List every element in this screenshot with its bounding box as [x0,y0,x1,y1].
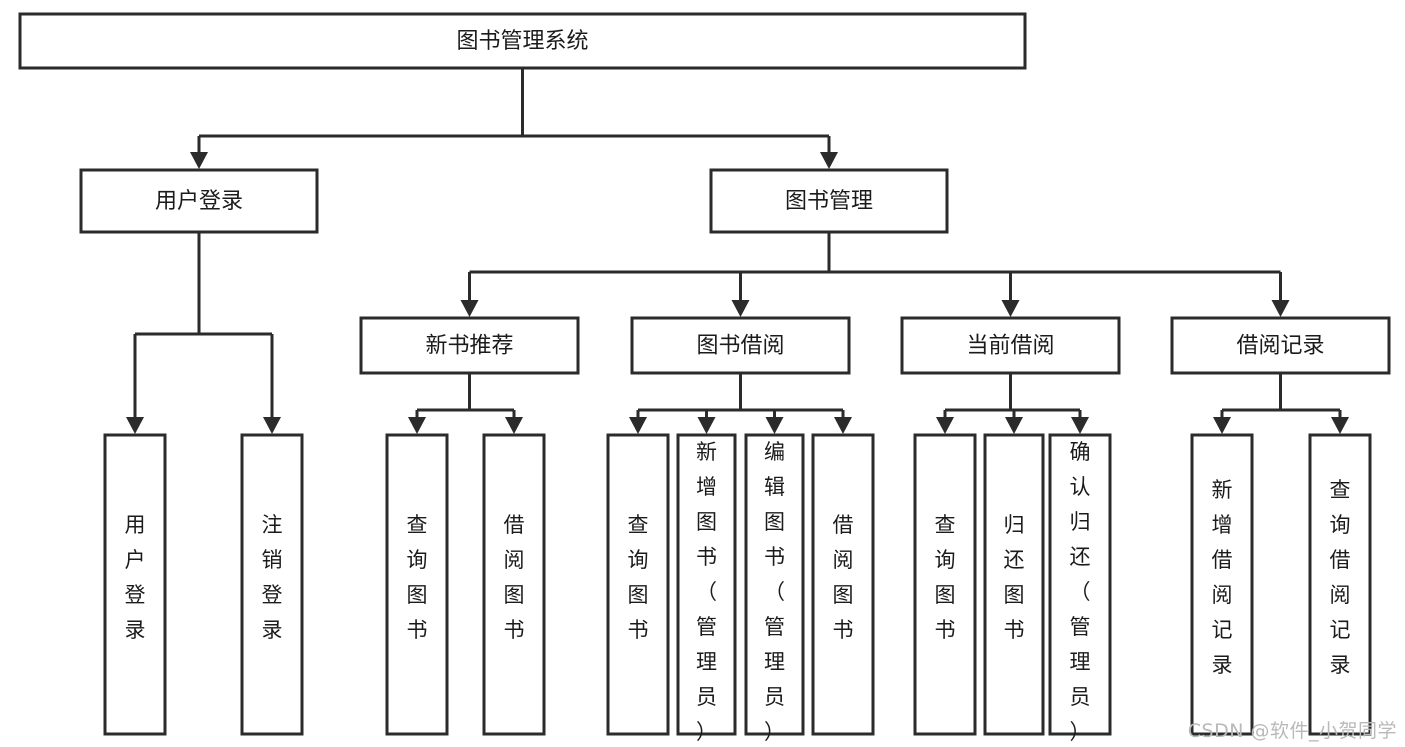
node-box[interactable] [900,316,1121,375]
node-label: 用户登录 [155,189,243,214]
node-label: 编辑图书（管理员） [764,440,785,744]
node-box[interactable] [676,433,737,736]
node-box[interactable] [983,433,1045,736]
node-leaf-1-1-3[interactable]: 借阅图书 [811,433,875,736]
arrow-head-icon [1001,300,1020,317]
node-label: 查询借阅记录 [1330,478,1351,677]
node-leaf-1-2-0[interactable]: 查询图书 [913,433,977,736]
node-box[interactable] [482,433,546,736]
node-label: 图书借阅 [696,334,784,359]
arrow-head-icon [697,417,716,434]
node-leaf-1-0-1[interactable]: 借阅图书 [482,433,546,736]
connector-layer [126,68,1349,434]
node-root-node-e59bbee4b9a6e7aea1e79086e7b3[interactable]: 图书管理系统 [18,12,1027,70]
node-label: 归还图书 [1004,513,1025,642]
node-label: 用户登录 [125,513,146,642]
arrow-head-icon [1213,417,1231,434]
node-label: 新书推荐 [425,334,513,359]
node-label: 当前借阅 [966,334,1054,359]
node-label: 注销登录 [262,513,283,642]
node-level3-1-0[interactable]: 新书推荐 [359,316,580,375]
node-leaf-1-0-0[interactable]: 查询图书 [385,433,449,736]
arrow-head-icon [1071,417,1089,434]
arrow-head-icon [936,417,954,434]
node-label: 查询图书 [628,513,649,642]
node-label: 新增图书（管理员） [696,440,717,744]
arrow-head-icon [460,300,479,317]
node-leaf-1-1-0[interactable]: 查询图书 [606,433,670,736]
node-box[interactable] [359,316,580,375]
node-layer: 图书管理系统用户登录用户登录注销登录图书管理新书推荐查询图书借阅图书图书借阅查询… [18,12,1391,744]
node-label: 查询图书 [935,513,956,642]
arrow-head-icon [731,300,750,317]
arrow-head-icon [820,152,838,169]
node-leaf-1-3-1[interactable]: 查询借阅记录 [1308,433,1372,736]
arrow-head-icon [263,417,281,434]
node-label: 新增借阅记录 [1212,478,1233,677]
node-label: 图书管理 [785,189,873,214]
arrow-head-icon [834,417,852,434]
node-level3-0-0[interactable]: 用户登录 [103,433,167,736]
node-box[interactable] [79,168,319,234]
node-leaf-1-2-2[interactable]: 确认归还（管理员） [1048,433,1112,744]
node-box[interactable] [709,168,949,234]
node-box[interactable] [18,12,1027,70]
node-box[interactable] [606,433,670,736]
node-level2-0[interactable]: 用户登录 [79,168,319,234]
node-box[interactable] [1170,316,1391,375]
node-leaf-1-2-1[interactable]: 归还图书 [983,433,1045,736]
arrow-head-icon [765,417,784,434]
node-label: 借阅图书 [833,513,854,642]
node-box[interactable] [913,433,977,736]
node-level2-1[interactable]: 图书管理 [709,168,949,234]
node-box[interactable] [240,433,304,736]
arrow-head-icon [408,417,426,434]
node-label: 图书管理系统 [456,29,588,54]
node-level3-1-3[interactable]: 借阅记录 [1170,316,1391,375]
node-label: 查询图书 [407,513,428,642]
node-box[interactable] [103,433,167,736]
node-leaf-1-3-0[interactable]: 新增借阅记录 [1190,433,1254,736]
arrow-head-icon [629,417,647,434]
node-box[interactable] [630,316,851,375]
arrow-head-icon [1331,417,1349,434]
node-box[interactable] [1048,433,1112,736]
watermark-label: CSDN @软件_小贺同学 [1187,720,1397,742]
node-box[interactable] [1190,433,1254,736]
node-level3-1-1[interactable]: 图书借阅 [630,316,851,375]
node-box[interactable] [385,433,449,736]
node-label: 借阅记录 [1236,334,1324,359]
arrow-head-icon [1005,417,1023,434]
node-box[interactable] [744,433,805,736]
arrow-head-icon [505,417,523,434]
arrow-head-icon [1271,300,1290,317]
node-box[interactable] [1308,433,1372,736]
node-label: 借阅图书 [504,513,525,642]
node-leaf-1-1-1[interactable]: 新增图书（管理员） [676,433,737,744]
node-label: 确认归还（管理员） [1070,440,1091,744]
node-level3-0-1[interactable]: 注销登录 [240,433,304,736]
node-leaf-1-1-2[interactable]: 编辑图书（管理员） [744,433,805,744]
node-box[interactable] [811,433,875,736]
arrow-head-icon [126,417,144,434]
node-level3-1-2[interactable]: 当前借阅 [900,316,1121,375]
arrow-head-icon [190,152,208,169]
